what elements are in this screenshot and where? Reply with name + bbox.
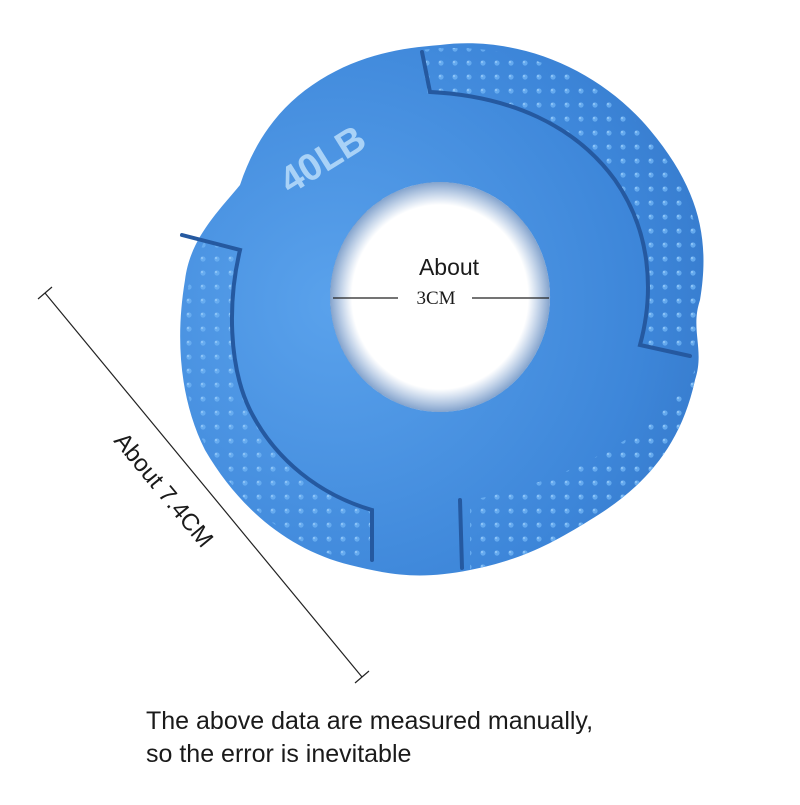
measurement-disclaimer: The above data are measured manually, so… bbox=[146, 705, 786, 771]
segment-seams bbox=[180, 50, 692, 570]
inner-diameter-measure: About 3CM bbox=[333, 254, 549, 309]
inner-measure-line2: 3CM bbox=[416, 288, 455, 309]
disclaimer-line-1: The above data are measured manually, bbox=[146, 707, 594, 735]
disclaimer-line-2: so the error is inevitable bbox=[146, 740, 412, 768]
inner-measure-line1: About bbox=[419, 254, 480, 280]
